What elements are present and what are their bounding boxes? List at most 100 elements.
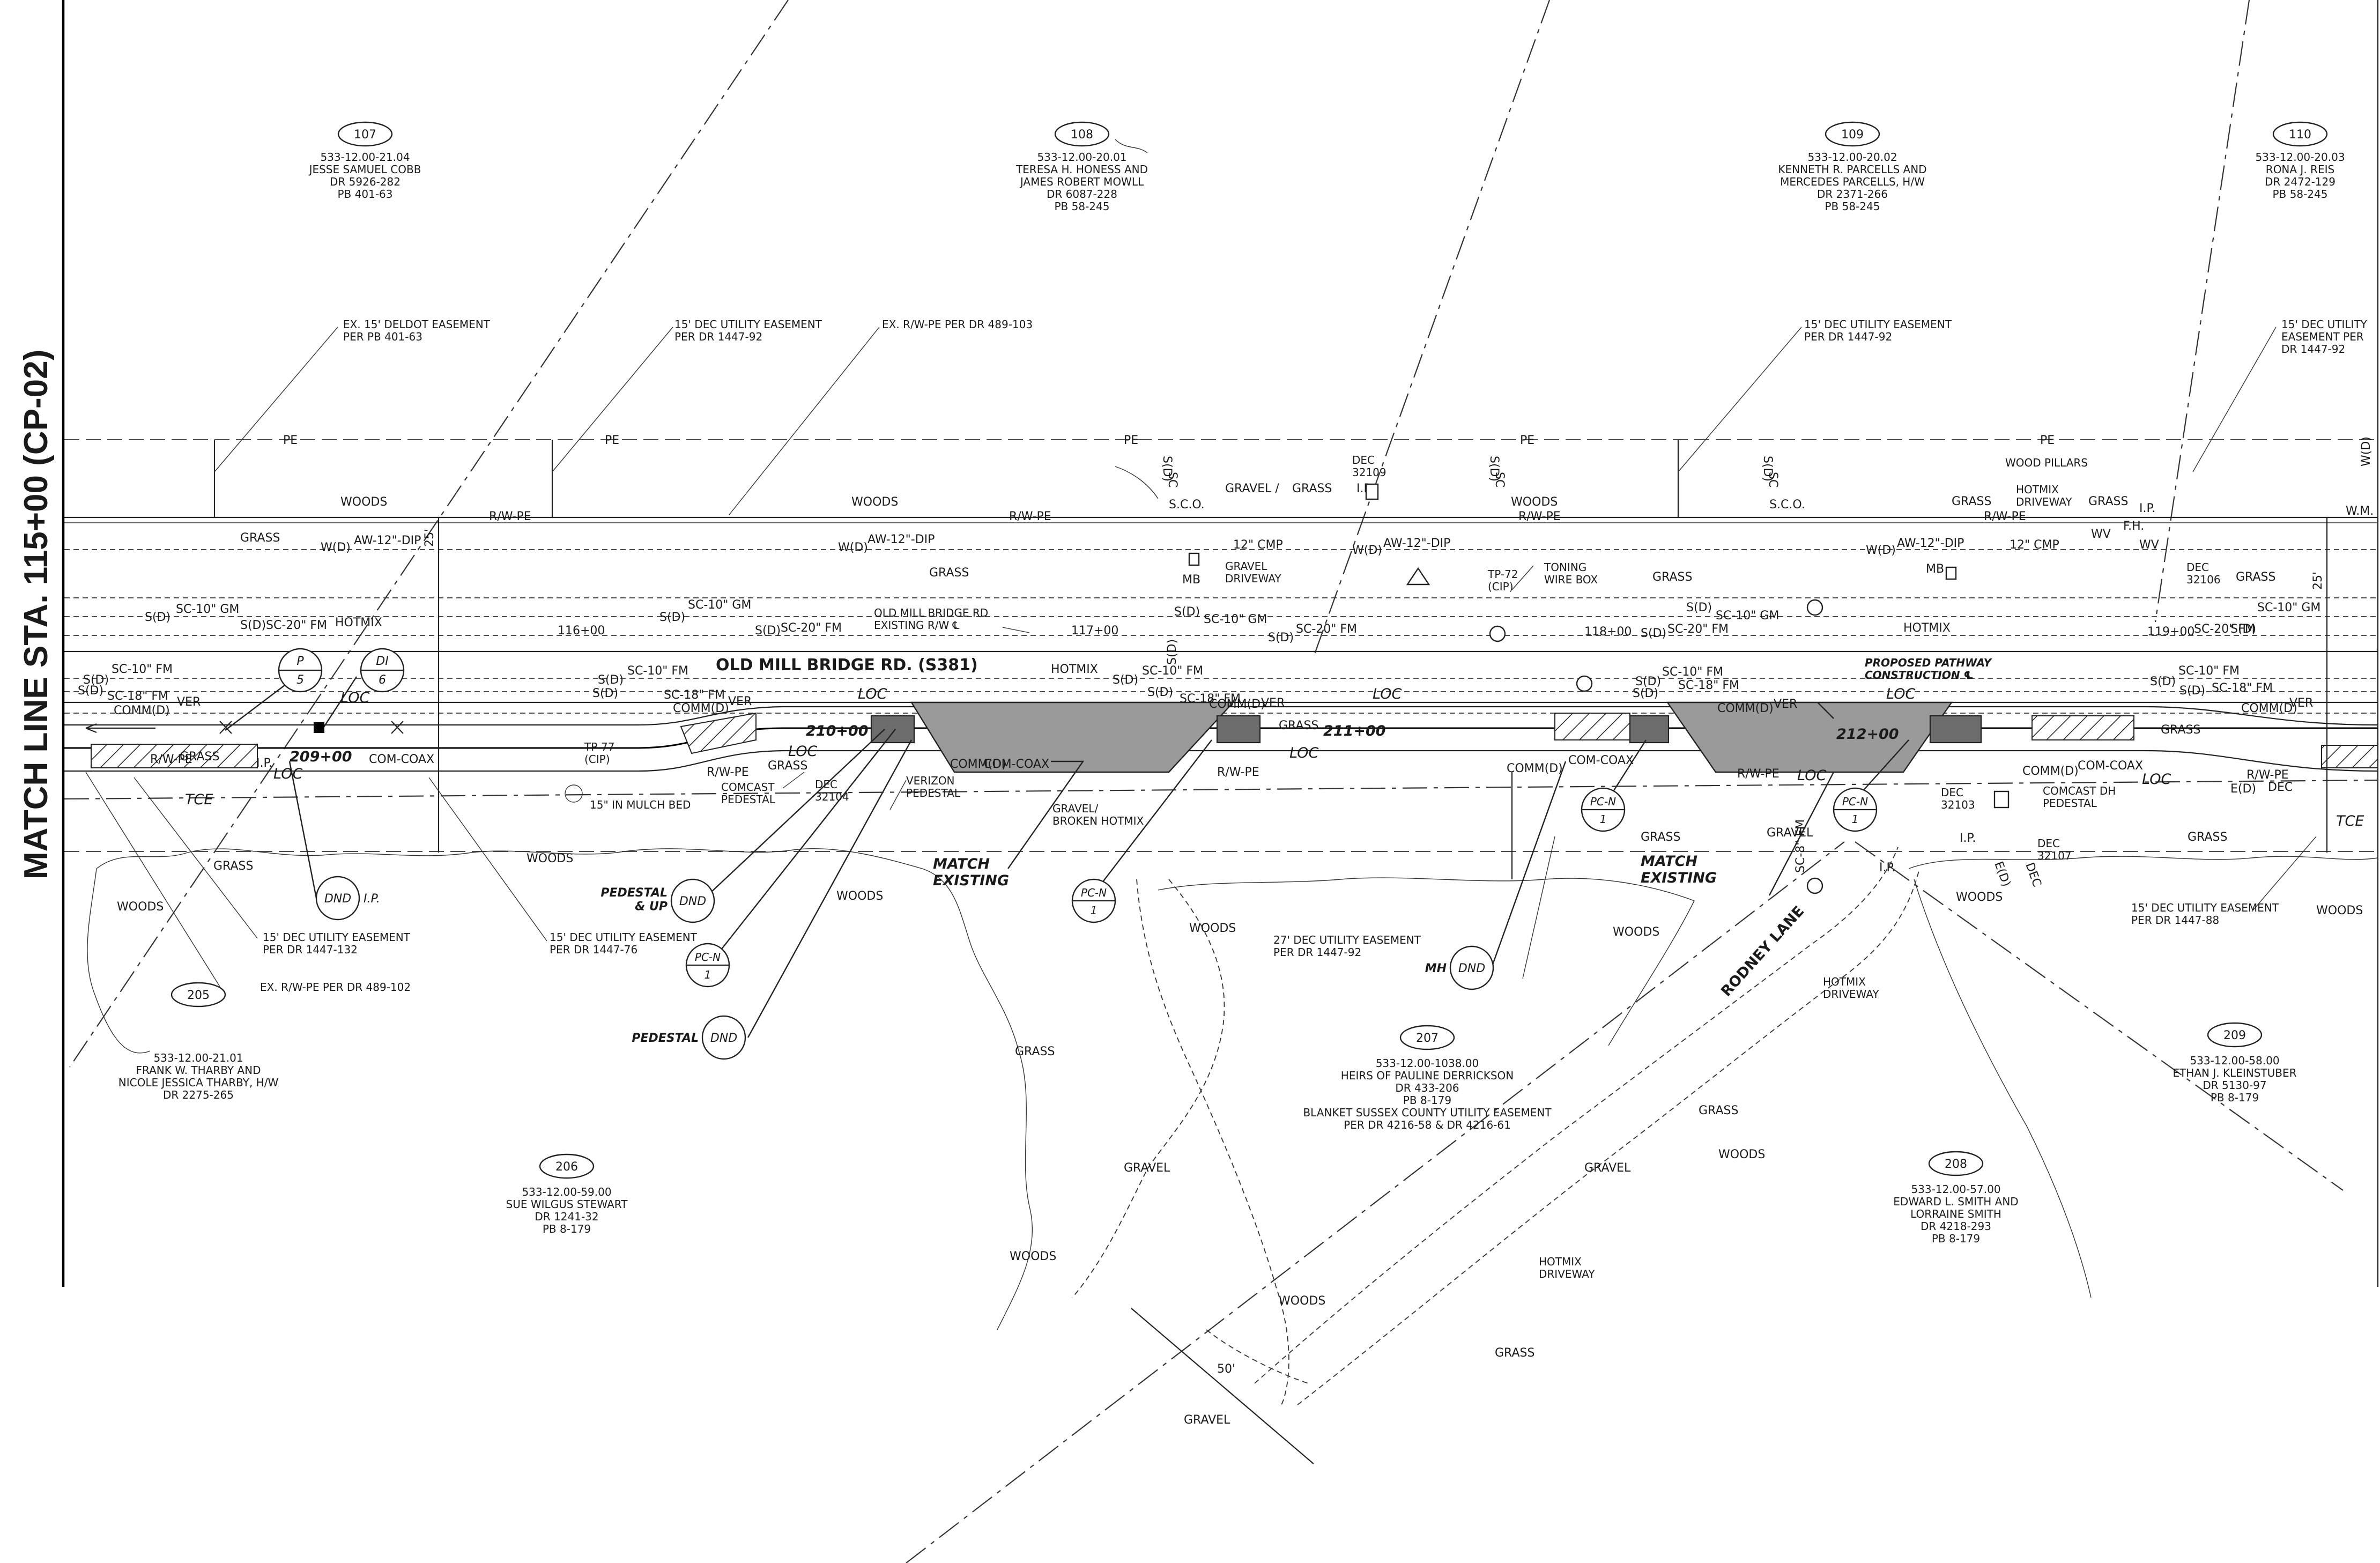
svg-text:LOC: LOC [2142,771,2171,788]
svg-text:TP-77(CIP): TP-77(CIP) [584,740,615,766]
svg-text:S.C.O.: S.C.O. [1769,498,1805,512]
svg-text:GRAVEL: GRAVEL [1584,1161,1631,1175]
svg-text:SC-8" FM: SC-8" FM [1794,819,1807,873]
svg-text:PE: PE [1520,434,1534,447]
callout-di6: DI 6 [360,648,405,693]
svg-text:COMM(D): COMM(D) [673,702,729,715]
woods-edge [1115,466,1159,499]
svg-text:TCE: TCE [2336,813,2364,829]
svg-text:SC-10" FM: SC-10" FM [2178,664,2240,678]
pathway-north-edge [64,706,2378,726]
svg-text:R/W-PE: R/W-PE [1984,510,2026,523]
svg-text:GRASS: GRASS [240,531,280,545]
callout-leaders [225,676,1909,1038]
callout-pcn: PC-N 1 [685,943,730,988]
svg-text:S(D): S(D) [1268,631,1294,645]
svg-text:SC-10" FM: SC-10" FM [112,663,173,676]
dimension-50 [1131,1308,1314,1464]
driveway-slab-1 [910,701,1235,773]
svg-text:COMM(D): COMM(D) [1507,762,1563,775]
rodney-lane-label: RODNEY LANE [1718,903,1807,1000]
svg-text:COMM(D): COMM(D) [1209,698,1265,711]
utility-labels: PE PE PE PE PE R/W-PE R/W-PE R/W-PE R/W-… [78,434,2374,1280]
svg-text:GRASS: GRASS [2161,723,2200,737]
svg-text:P: P [296,655,304,668]
svg-text:S(D): S(D) [598,673,624,687]
svg-text:GRASS: GRASS [1699,1104,1738,1117]
svg-text:WOODS: WOODS [117,900,164,914]
svg-text:HOTMIX: HOTMIX [1903,621,1951,635]
svg-text:GRASS: GRASS [1292,482,1332,495]
svg-text:WOOD PILLARS: WOOD PILLARS [2005,456,2088,469]
svg-text:PC-N: PC-N [1842,795,1868,808]
flow-arrow [85,723,155,734]
svg-text:COM-COAX: COM-COAX [2078,759,2143,773]
svg-text:SC-10" GM: SC-10" GM [1716,609,1779,623]
svg-text:VER: VER [728,695,752,708]
svg-text:SC-20" FM: SC-20" FM [2194,623,2255,636]
gravel-edge [1136,879,1289,1405]
svg-text:SC-18" FM: SC-18" FM [107,690,168,703]
svg-text:SC-20" FM: SC-20" FM [266,619,327,632]
svg-text:E(D): E(D) [1991,860,2013,889]
svg-text:LOC: LOC [858,686,887,702]
svg-text:GRASS: GRASS [2188,831,2227,844]
svg-text:SC-10" FM: SC-10" FM [1142,664,1203,678]
svg-text:GRASS: GRASS [1495,1346,1534,1360]
svg-text:I.P.: I.P. [364,892,380,906]
svg-text:GRASS: GRASS [768,759,807,773]
svg-text:107: 107 [354,128,376,142]
svg-text:W(D): W(D) [838,541,868,554]
svg-text:VER: VER [177,695,201,709]
driveway-slab-2 [1666,701,1953,773]
hatched-shoulder [2321,745,2378,768]
gravel-edge [1206,1329,1309,1384]
svg-text:SC-20" FM: SC-20" FM [1296,623,1357,636]
svg-text:GRASS: GRASS [2236,571,2275,584]
svg-text:PE: PE [605,434,619,447]
svg-text:SC-10" FM: SC-10" FM [1662,665,1723,679]
easement-note: EX. R/W-PE PER DR 489-103 [882,318,1033,331]
svg-text:COMM(D): COMM(D) [950,758,1006,771]
station-label: 211+00 [1323,723,1386,739]
callout-pcn: PC-N 1 [1833,787,1878,832]
svg-text:WOODS: WOODS [527,852,573,865]
svg-text:VER: VER [1261,697,1285,710]
svg-text:GRAVEL /: GRAVEL / [1225,482,1279,495]
callout-dnd-mh: DND MH [1425,945,1494,990]
svg-text:GRAVEL: GRAVEL [1184,1413,1230,1427]
svg-text:208: 208 [1945,1158,1967,1171]
hatched-shoulder [680,712,757,754]
svg-text:15" IN MULCH BED: 15" IN MULCH BED [590,798,691,811]
hatched-shoulder [2031,715,2134,740]
svg-text:WOODS: WOODS [2316,904,2363,917]
x-mark [219,721,232,734]
easement-note: EX. R/W-PE PER DR 489-102 [260,981,411,994]
svg-text:GRASS: GRASS [1952,495,1991,508]
svg-text:PC-N: PC-N [1081,886,1107,899]
station-label: 209+00 [290,749,352,765]
svg-text:WV: WV [2091,528,2111,541]
svg-text:LOC: LOC [340,690,369,706]
station-label: 210+00 [806,723,869,739]
svg-text:1: 1 [1600,813,1607,826]
woods-edge [1158,877,1695,1046]
dimension-label: 25' [423,529,436,547]
svg-text:109: 109 [1841,128,1864,142]
station-label: 118+00 [1584,625,1632,639]
